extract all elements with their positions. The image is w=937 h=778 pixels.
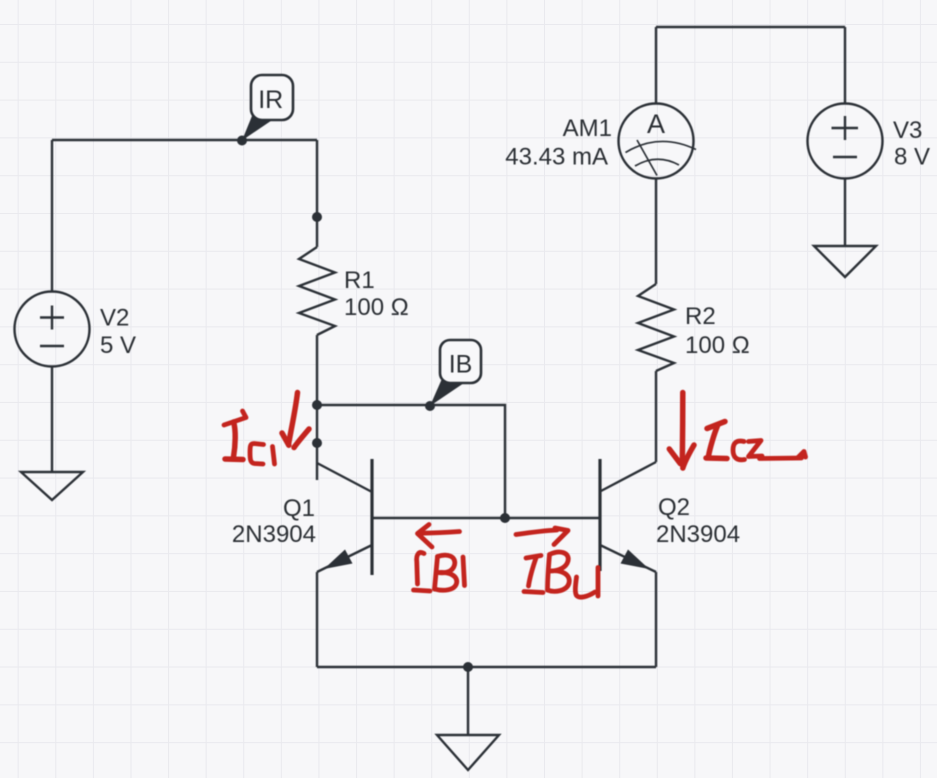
svg-text:43.43 mA: 43.43 mA [505,144,608,171]
svg-text:V3: V3 [893,117,922,144]
svg-text:R2: R2 [685,303,716,330]
svg-text:Q2: Q2 [658,494,690,521]
svg-text:IR: IR [258,86,283,114]
svg-text:AM1: AM1 [563,115,612,142]
svg-text:8 V: 8 V [894,144,930,171]
svg-text:100 Ω: 100 Ω [685,332,750,359]
svg-text:2N3904: 2N3904 [656,521,740,548]
svg-text:R1: R1 [344,267,375,294]
svg-text:2N3904: 2N3904 [232,521,316,548]
svg-text:V2: V2 [100,305,129,332]
svg-text:100 Ω: 100 Ω [344,294,409,321]
svg-text:IB: IB [449,351,473,379]
svg-text:5 V: 5 V [100,332,136,359]
svg-text:Q1: Q1 [283,495,315,522]
svg-text:A: A [647,109,665,139]
